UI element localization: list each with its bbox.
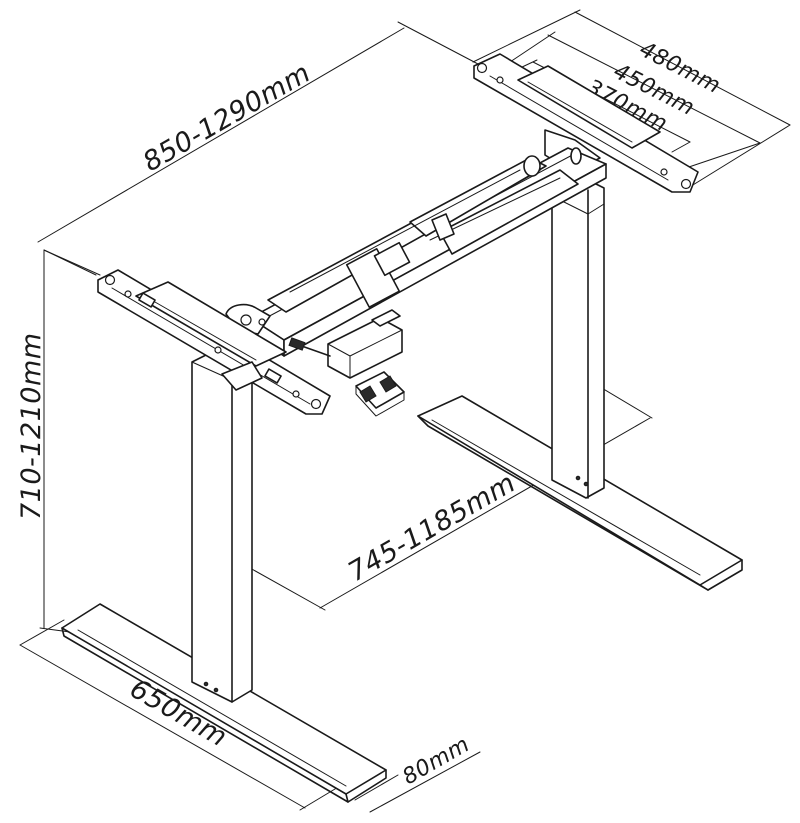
foot-length-dimension-line [19, 644, 306, 809]
width-mid-ext-left [509, 31, 556, 63]
foot-length-ext-right [299, 785, 341, 811]
width-ext-left [472, 9, 581, 63]
front-leg-column [191, 343, 253, 703]
width-mid-ext-right [679, 142, 761, 171]
dimension-lines [19, 9, 791, 813]
width-inner-ext-right [671, 141, 691, 153]
foot-width-ext-a [354, 774, 399, 801]
front-foot [61, 603, 387, 803]
height-ext-top [43, 249, 101, 276]
length-extension-right [397, 21, 479, 65]
foot-width-line [369, 751, 481, 813]
hand-switch [355, 371, 405, 417]
width-outer-line [574, 11, 791, 126]
front-top-bracket [97, 269, 331, 415]
length-label: 850-1290mm [138, 57, 316, 178]
cross-beam [225, 147, 607, 357]
width-ext-right [687, 124, 791, 189]
length-dimension-line [37, 27, 405, 243]
height-label: 710-1210mm [16, 332, 47, 520]
width-mid-line [547, 34, 761, 144]
width-inner-ext-left [519, 59, 538, 69]
rear-leg-column [551, 179, 605, 499]
height-ext-bottom [39, 627, 71, 633]
leg-spacing-label: 745-1185mm [343, 467, 521, 588]
legspacing-ext-left [249, 567, 326, 611]
foot-length-ext-left [19, 619, 65, 646]
control-box [288, 309, 403, 379]
